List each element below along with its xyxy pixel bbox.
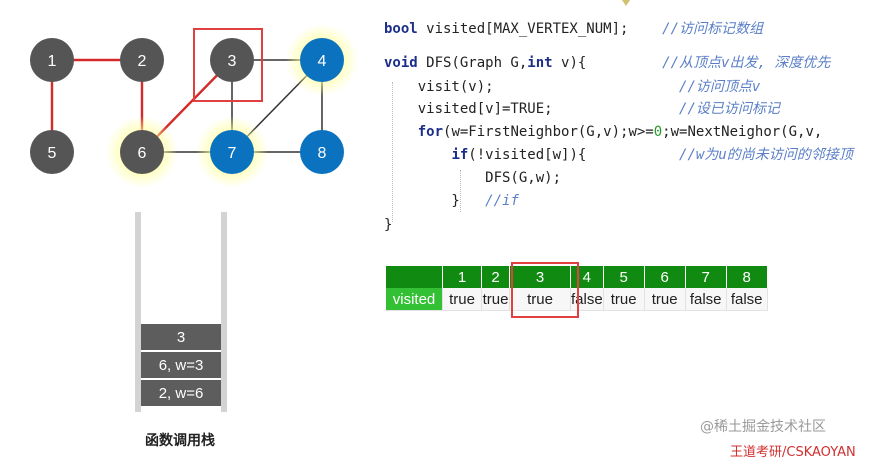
current-index-highlight-box bbox=[511, 262, 579, 318]
code-token: v){ bbox=[552, 55, 663, 71]
watermark: @稀土掘金技术社区 bbox=[700, 419, 826, 435]
visited-value-5: true bbox=[603, 288, 645, 311]
node-3-label: 3 bbox=[228, 53, 237, 70]
code-token: //w为u的尚未访问的邻接顶 bbox=[679, 147, 853, 163]
node-1 bbox=[30, 38, 74, 82]
stack-left-wall bbox=[135, 212, 141, 412]
stack-frame-top: 3 bbox=[141, 324, 221, 351]
code-token: (w=FirstNeighbor(G,v);w>= bbox=[443, 124, 654, 140]
stack-frame-middle: 6, w=3 bbox=[141, 352, 221, 379]
code-token: bool bbox=[384, 21, 418, 37]
code-token: DFS(Graph G, bbox=[417, 55, 528, 71]
visited-header-3: 3 bbox=[509, 266, 571, 288]
visited-value-2: true bbox=[481, 288, 510, 311]
code-token: void bbox=[384, 55, 418, 71]
code-token: //访问顶点v bbox=[679, 79, 761, 95]
code-line-4: visited[v]=TRUE; //设已访问标记 bbox=[384, 98, 780, 120]
code-line-9: } bbox=[384, 214, 392, 236]
code-token: visited[MAX_VERTEX_NUM]; bbox=[417, 21, 663, 37]
stack-caption: 函数调用栈 bbox=[145, 433, 215, 449]
code-token bbox=[384, 124, 418, 140]
node-5-label: 5 bbox=[48, 145, 57, 162]
code-token: visited[v]=TRUE; bbox=[384, 101, 680, 117]
code-token: //if bbox=[485, 193, 519, 209]
table-corner-cell bbox=[386, 266, 443, 288]
indent-guide bbox=[392, 82, 393, 222]
code-token: } bbox=[384, 217, 393, 233]
graph-diagram: 1 2 3 4 5 6 7 8 bbox=[30, 24, 358, 188]
node-4 bbox=[300, 38, 344, 82]
code-token: if bbox=[451, 147, 469, 163]
code-line-8: } //if bbox=[384, 190, 519, 212]
node-4-label: 4 bbox=[318, 53, 327, 70]
code-token bbox=[384, 147, 451, 163]
graph-edges bbox=[50, 58, 323, 153]
code-token: visit(v); bbox=[384, 79, 680, 95]
visited-value-1: true bbox=[442, 288, 482, 311]
visited-row-label: visited bbox=[386, 288, 443, 311]
node-6-label: 6 bbox=[138, 145, 147, 162]
code-line-2: void DFS(Graph G,int v){ //从顶点v出发, 深度优先 bbox=[384, 52, 830, 74]
code-token: } bbox=[384, 193, 486, 209]
visited-value-7: false bbox=[685, 288, 727, 311]
visited-value-6: true bbox=[644, 288, 686, 311]
code-line-7: DFS(G,w); bbox=[384, 167, 561, 189]
arrow-tip-icon bbox=[622, 0, 630, 6]
code-token: ;w=NextNeighor(G,v, bbox=[662, 124, 823, 140]
code-line-3: visit(v); //访问顶点v bbox=[384, 76, 761, 98]
code-token: //设已访问标记 bbox=[679, 101, 780, 117]
node-5 bbox=[30, 130, 74, 174]
visited-header-2: 2 bbox=[481, 266, 510, 288]
code-token: 0 bbox=[653, 124, 663, 140]
node-7-label: 7 bbox=[228, 145, 237, 162]
code-line-5: for(w=FirstNeighbor(G,v);w>=0;w=NextNeig… bbox=[384, 121, 823, 143]
code-token: (!visited[w]){ bbox=[468, 147, 680, 163]
node-2 bbox=[120, 38, 164, 82]
node-1-label: 1 bbox=[48, 53, 57, 70]
code-token: for bbox=[417, 124, 444, 140]
graph-nodes: 1 2 3 4 5 6 7 8 bbox=[30, 38, 344, 174]
stack-frame-bottom: 2, w=6 bbox=[141, 380, 221, 407]
node-8 bbox=[300, 130, 344, 174]
node-3 bbox=[210, 38, 254, 82]
visited-header-8: 8 bbox=[726, 266, 768, 288]
stack-right-wall bbox=[221, 212, 227, 412]
code-line-1: bool visited[MAX_VERTEX_NUM]; //访问标记数组 bbox=[384, 18, 763, 40]
code-token: int bbox=[527, 55, 553, 71]
visited-header-6: 6 bbox=[644, 266, 686, 288]
visited-value-3: true bbox=[509, 288, 571, 311]
dfs-code-block: bool visited[MAX_VERTEX_NUM]; //访问标记数组 vo… bbox=[384, 14, 874, 239]
node-2-label: 2 bbox=[138, 53, 147, 70]
current-node-highlight-box bbox=[193, 28, 263, 102]
visited-header-1: 1 bbox=[442, 266, 482, 288]
code-token: //访问标记数组 bbox=[662, 21, 764, 37]
code-line-6: if(!visited[w]){ //w为u的尚未访问的邻接顶 bbox=[384, 144, 853, 166]
indent-guide-inner bbox=[460, 170, 461, 212]
node-8-label: 8 bbox=[318, 145, 327, 162]
code-token: //从顶点v出发, 深度优先 bbox=[662, 55, 831, 71]
visited-header-7: 7 bbox=[685, 266, 727, 288]
visited-header-5: 5 bbox=[603, 266, 645, 288]
visited-value-8: false bbox=[726, 288, 768, 311]
code-token: DFS(G,w); bbox=[384, 170, 562, 186]
node-6 bbox=[120, 130, 164, 174]
node-7 bbox=[210, 130, 254, 174]
